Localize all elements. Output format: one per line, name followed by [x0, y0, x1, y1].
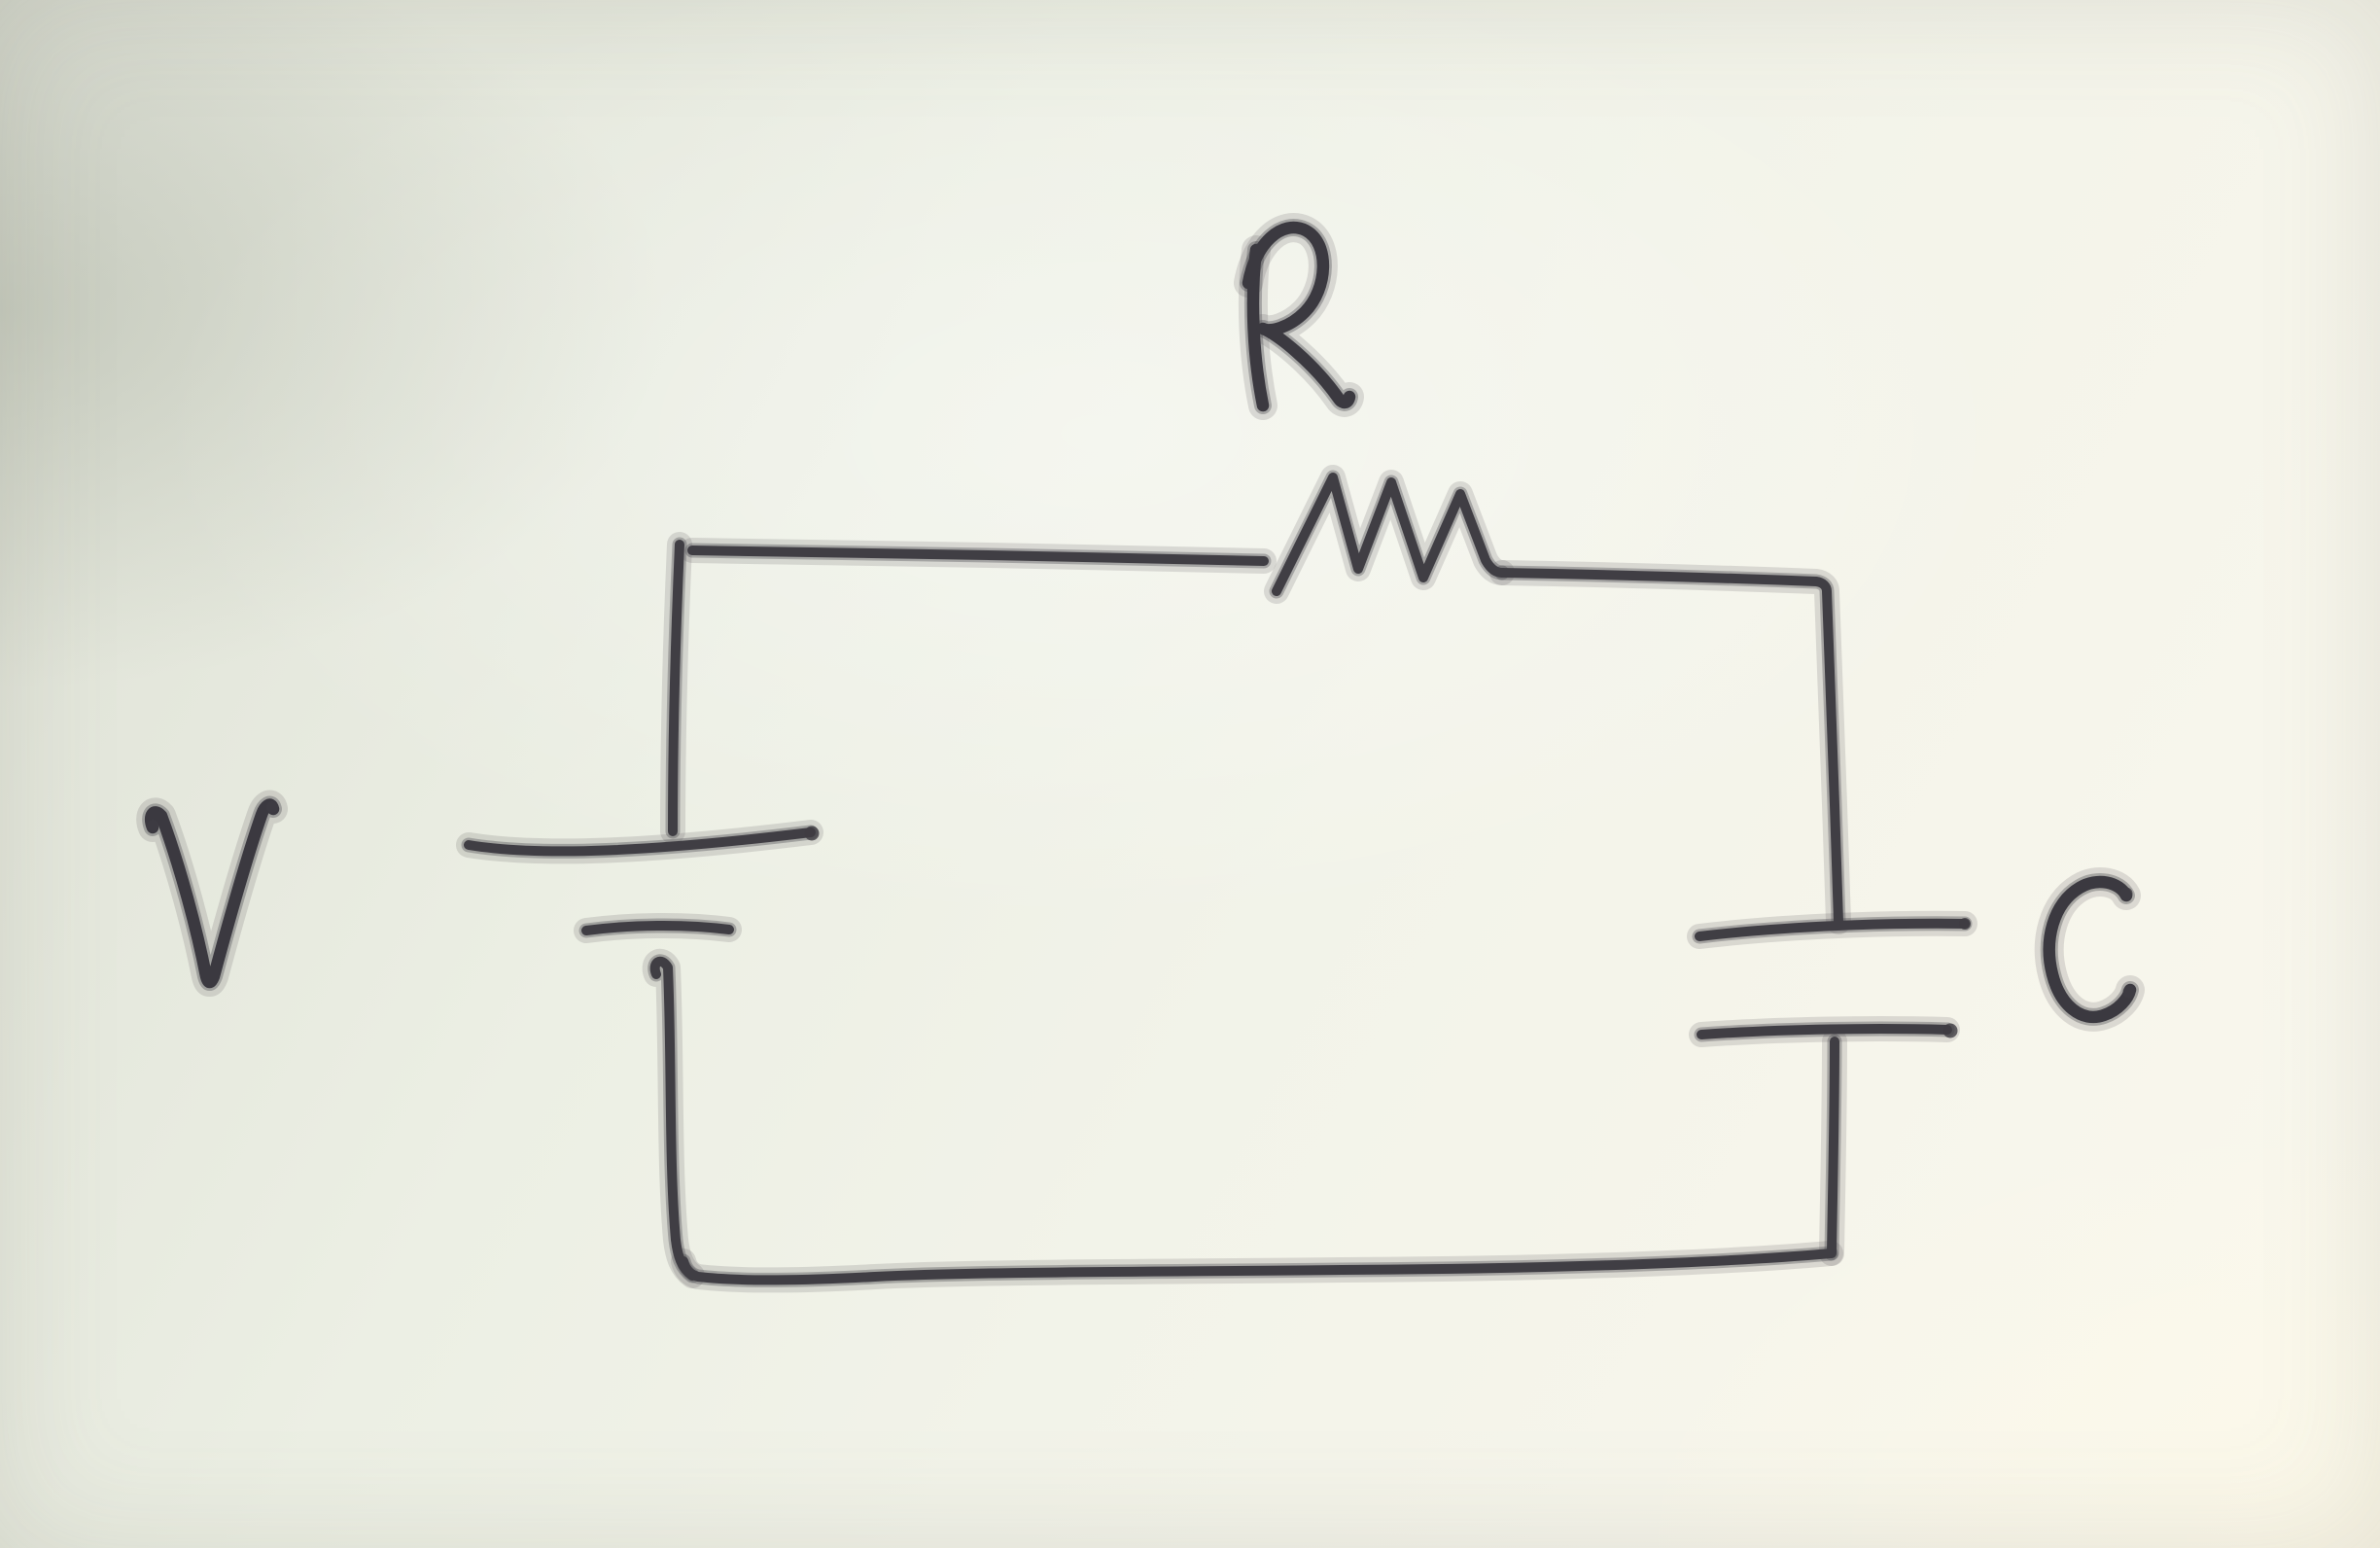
- wire-top-right: [1502, 573, 1838, 922]
- capacitor-lower-lead: [1832, 1041, 1835, 1253]
- ink-blobs: [147, 801, 2136, 1038]
- battery-short-plate: [586, 926, 729, 931]
- capacitor-bottom-plate: [1701, 1029, 1947, 1035]
- wire-loop: [655, 545, 1838, 1280]
- ink-core-layer: [147, 228, 2136, 1280]
- capacitor-symbol: [1699, 924, 1965, 1253]
